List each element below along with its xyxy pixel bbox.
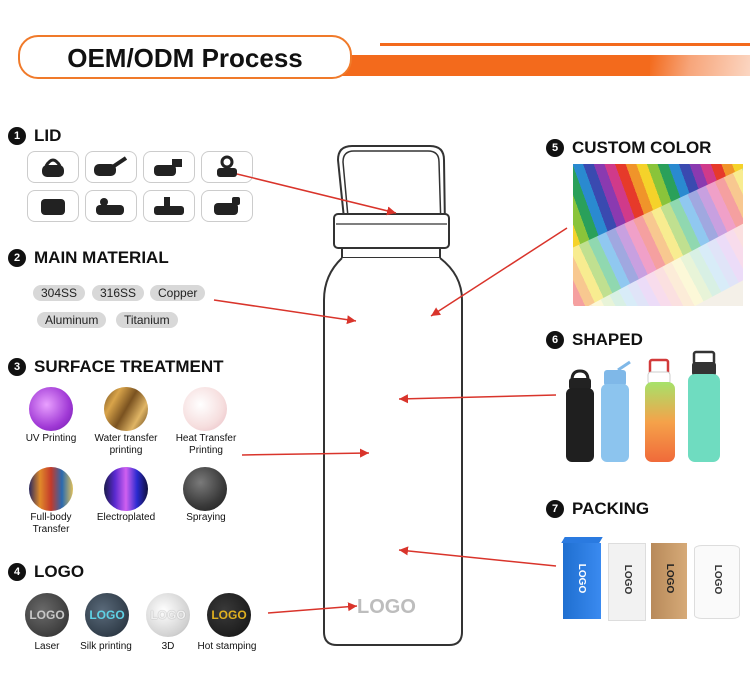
- lid-icon: [217, 155, 237, 177]
- header-bar: [330, 55, 750, 76]
- box-logo: LOGO: [622, 564, 634, 595]
- box-logo: LOGO: [712, 564, 724, 595]
- surface-label: Full-body Transfer: [30, 512, 72, 535]
- header-bar-fade: [650, 55, 750, 76]
- section-number: 3: [8, 358, 26, 376]
- section-color-title: 5 CUSTOM COLOR: [546, 138, 711, 158]
- section-logo-title: 4 LOGO: [8, 562, 84, 582]
- box-logo: LOGO: [576, 563, 588, 594]
- section-number: 6: [546, 331, 564, 349]
- box-tube: LOGO: [694, 545, 740, 619]
- surface-label: Spraying: [186, 512, 226, 523]
- logo-laser-swatch[interactable]: LOGO: [25, 593, 69, 637]
- box-logo: LOGO: [664, 563, 676, 594]
- surface-label: Electroplated: [96, 512, 156, 523]
- section-number: 1: [8, 127, 26, 145]
- box-kraft: LOGO: [651, 543, 687, 619]
- bottle-handle: [336, 145, 446, 229]
- section-label: MAIN MATERIAL: [34, 248, 169, 267]
- lid-option-ring[interactable]: [201, 151, 253, 183]
- uv-printing-swatch[interactable]: [29, 387, 73, 431]
- arrow-surface: [241, 448, 370, 458]
- logo-hot-stamping-swatch[interactable]: LOGO: [207, 593, 251, 637]
- lid-icon: [214, 197, 240, 215]
- lid-option-sport[interactable]: [143, 151, 195, 183]
- section-number: 2: [8, 249, 26, 267]
- bottle-body: [323, 257, 463, 646]
- logo-badge: LOGO: [29, 608, 65, 622]
- arrow-logo: [267, 602, 358, 614]
- lid-option-flip[interactable]: [85, 190, 137, 222]
- lid-icon: [94, 156, 128, 176]
- section-material-title: 2 MAIN MATERIAL: [8, 248, 169, 268]
- lid-icon: [42, 158, 64, 177]
- water-transfer-swatch[interactable]: [104, 387, 148, 431]
- lid-icon: [41, 199, 65, 215]
- material-tag[interactable]: 304SS: [33, 285, 86, 301]
- logo-label: Laser: [34, 641, 60, 652]
- lid-option-handle[interactable]: [27, 151, 79, 183]
- lid-option-straw[interactable]: [85, 151, 137, 183]
- section-number: 5: [546, 139, 564, 157]
- color-fan-swatch[interactable]: [573, 164, 743, 306]
- material-tag[interactable]: Aluminum: [37, 312, 107, 328]
- logo-label: 3D: [161, 641, 175, 652]
- section-packing-title: 7 PACKING: [546, 499, 649, 519]
- electroplated-swatch[interactable]: [104, 467, 148, 511]
- arrow-packing: [398, 546, 557, 567]
- section-label: LID: [34, 126, 62, 145]
- surface-label: Water transfer printing: [94, 433, 158, 456]
- bottle-neck: [341, 248, 441, 259]
- lid-option-flat[interactable]: [27, 190, 79, 222]
- section-lid-title: 1 LID: [8, 126, 61, 146]
- lid-icon: [154, 159, 182, 176]
- lid-icon: [154, 197, 184, 215]
- lid-icon: [96, 198, 124, 215]
- surface-label: Heat Transfer Printing: [175, 433, 237, 456]
- box-white: LOGO: [608, 543, 646, 621]
- section-label: SURFACE TREATMENT: [34, 357, 224, 376]
- lid-option-chug[interactable]: [201, 190, 253, 222]
- arrow-shaped: [398, 394, 557, 404]
- section-shaped-title: 6 SHAPED: [546, 330, 643, 350]
- section-label: PACKING: [572, 499, 650, 518]
- full-body-transfer-swatch[interactable]: [29, 467, 73, 511]
- section-label: LOGO: [34, 562, 85, 581]
- header-title-box: OEM/ODM Process: [18, 35, 352, 79]
- section-surface-title: 3 SURFACE TREATMENT: [8, 357, 224, 377]
- material-tag[interactable]: Copper: [150, 285, 206, 301]
- box-blue: LOGO: [561, 537, 603, 619]
- logo-label: Silk printing: [80, 641, 132, 652]
- spraying-swatch[interactable]: [183, 467, 227, 511]
- logo-badge: LOGO: [211, 608, 247, 622]
- heat-transfer-swatch[interactable]: [183, 387, 227, 431]
- bottle-logo-text: LOGO: [357, 596, 416, 618]
- section-label: CUSTOM COLOR: [572, 138, 712, 157]
- bottle-cap: [333, 213, 450, 249]
- surface-label: UV Printing: [25, 433, 77, 444]
- arrow-color: [430, 227, 568, 317]
- section-label: SHAPED: [572, 330, 643, 349]
- arrow-material: [213, 299, 357, 325]
- logo-3d-swatch[interactable]: LOGO: [146, 593, 190, 637]
- arrow-lid: [236, 173, 397, 216]
- header-line: [380, 43, 750, 46]
- material-tag[interactable]: Titanium: [116, 312, 178, 328]
- material-tag[interactable]: 316SS: [92, 285, 145, 301]
- logo-badge: LOGO: [150, 608, 186, 622]
- logo-label: Hot stamping: [197, 641, 257, 652]
- section-number: 7: [546, 500, 564, 518]
- logo-silk-swatch[interactable]: LOGO: [85, 593, 129, 637]
- lid-option-spout[interactable]: [143, 190, 195, 222]
- section-number: 4: [8, 563, 26, 581]
- logo-badge: LOGO: [89, 608, 125, 622]
- page-title: OEM/ODM Process: [67, 43, 303, 73]
